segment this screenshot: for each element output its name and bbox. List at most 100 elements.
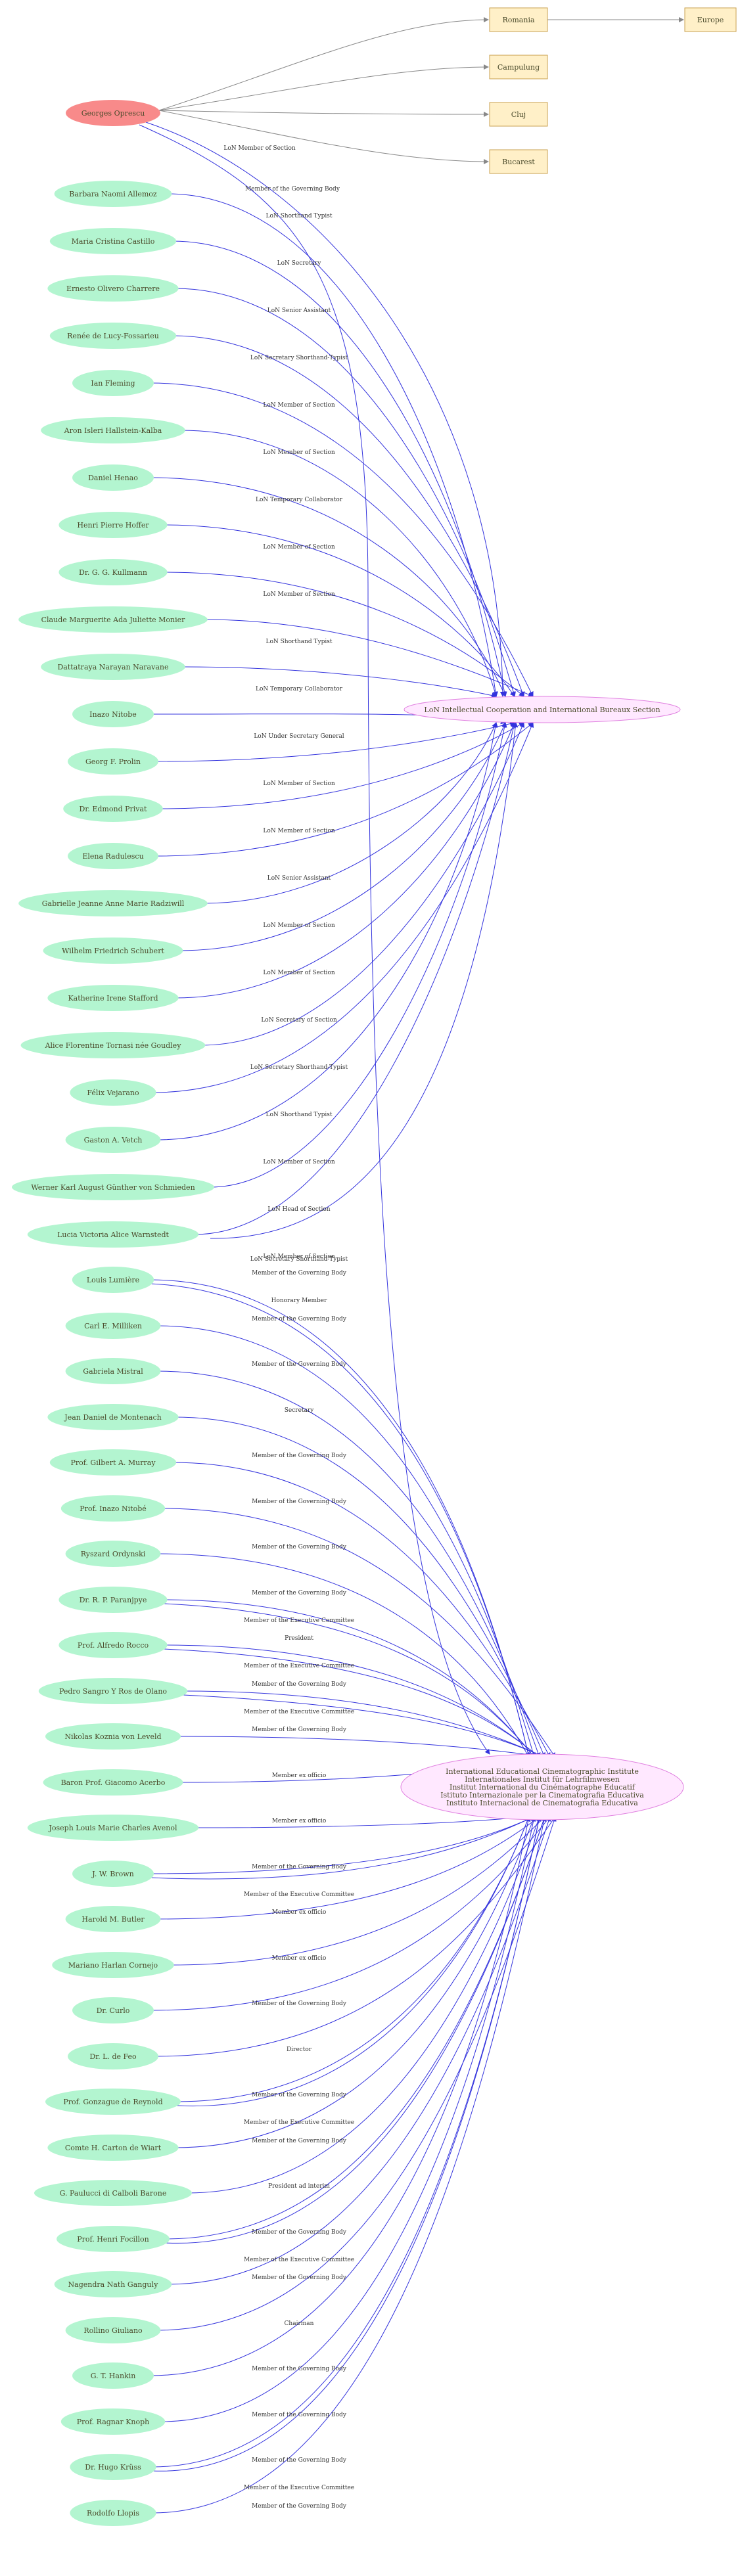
person-henri-pierre-hoffer-shape — [58, 512, 168, 538]
person-gaston-a-vetch-shape — [65, 1127, 161, 1153]
person-werner-karl-august-gunther-von-schmieden-label: Werner Karl August Günther von Schmieden — [31, 1183, 195, 1192]
person-nagendra-nath-gangul: Nagendra Nath Gangulу — [54, 2271, 172, 2297]
person-louis-lumiere-shape — [72, 1267, 154, 1293]
edge-person-rollino-giuliano-iecl-0 — [156, 1816, 557, 2331]
edge-label-person-elena-radulescu: LoN Senior Assistant — [267, 875, 331, 882]
edge-label-person-dr-hugo-kruss-0: Member of the Governing Body — [252, 2457, 347, 2464]
edge-person-pedro-sangro-y-ros-de-olano-iecl-0 — [183, 1690, 545, 1758]
edge-label-person-nikolas-koznia-von-leveld-0: Member of the Governing Body — [252, 1727, 347, 1733]
person-felix-vejarano-shape — [70, 1079, 156, 1106]
person-werner-karl-august-gunther-von-schmieden-shape — [12, 1174, 214, 1200]
person-katherine-irene-stafford-shape — [47, 985, 179, 1011]
edge-label-person-lucia-victoria-alice-warnstedt: LoN Member of Section — [263, 1254, 335, 1260]
person-mariano-harlan-cornejo: Mariano Harlan Cornejo — [52, 1952, 174, 1978]
person-lucia-victoria-alice-warnstedt-label: Lucia Victoria Alice Warnstedt — [57, 1231, 169, 1239]
person-ryszard-ordynski-label: Ryszard Ordynski — [81, 1550, 146, 1558]
person-claude-marguerite-ada-juliette-monier: Claude Marguerite Ada Juliette Monier — [18, 606, 208, 633]
edge-label-person-wilhelm-friedrich-schubert: LoN Member of Section — [263, 970, 335, 976]
place-campulung-shape — [489, 55, 548, 79]
person-j-w-brown-label: J. W. Brown — [91, 1870, 133, 1878]
person-carl-e-milliken: Carl E. Milliken — [65, 1313, 161, 1339]
edge-label-person-j-w-brown-1: Member of the Executive Committee — [244, 1891, 354, 1898]
edge-person-dr-g-g-kullmann-lon — [163, 572, 524, 697]
person-prof-ragnar-knoph: Prof. Ragnar Knoph — [60, 2408, 166, 2435]
edge-label-person-jean-daniel-de-montenach-0: Secretary — [285, 1407, 314, 1414]
person-jean-daniel-de-montenach: Jean Daniel de Montenach — [47, 1404, 179, 1430]
person-elena-radulescu-label: Elena Radulescu — [82, 852, 143, 861]
person-carl-e-milliken-label: Carl E. Milliken — [84, 1322, 142, 1330]
person-prof-inazo-nitobe-shape — [60, 1495, 166, 1522]
org-lon-section-label: LoN Intellectual Cooperation and Interna… — [424, 706, 660, 714]
edge-person-prof-gonzague-de-reynold-iecl-0 — [176, 1816, 530, 2102]
person-inazo-nitobe-label: Inazo Nitobe — [89, 710, 137, 719]
edge-label-person-louis-lumiere-0: Member of the Governing Body — [252, 1270, 347, 1277]
edge-person-ernesto-olivero-charrere-lon — [174, 288, 516, 697]
person-harold-m-butler: Harold M. Butler — [65, 1906, 161, 1932]
person-dr-r-p-paranjpye-label: Dr. R. P. Paranjpye — [80, 1596, 147, 1604]
edge-label-person-prof-alfredo-rocco-1: Member of the Executive Committee — [244, 1663, 354, 1669]
edge-person-j-w-brown-iecl-1 — [149, 1816, 535, 1880]
person-gaston-a-vetch-label: Gaston A. Vetch — [84, 1136, 143, 1144]
person-prof-gilbert-a-murray-label: Prof. Gilbert A. Murray — [70, 1458, 156, 1467]
person-prof-alfredo-rocco-shape — [58, 1632, 168, 1658]
focus-node: Georges Oprescu — [66, 100, 160, 126]
person-gaston-a-vetch: Gaston A. Vetch — [65, 1127, 161, 1153]
edge-label-person-alice-florentine-tornasi-nee-goudley: LoN Secretary Shorthand-Typist — [250, 1064, 348, 1071]
person-nagendra-nath-gangul-shape — [54, 2271, 172, 2297]
edge-label-person-joseph-louis-marie-charles-avenol-0: Member ex officio — [272, 1818, 327, 1824]
place-campulung: Campulung — [489, 55, 548, 79]
edge-person-prof-alfredo-rocco-iecl-0 — [163, 1644, 540, 1758]
edge-person-rodolfo-llopis-iecl-0 — [152, 1816, 547, 2514]
person-wilhelm-friedrich-schubert-shape — [43, 938, 183, 964]
person-joseph-louis-marie-charles-avenol-shape — [27, 1815, 199, 1841]
person-harold-m-butler-shape — [65, 1906, 161, 1932]
person-werner-karl-august-gunther-von-schmieden: Werner Karl August Günther von Schmieden — [12, 1174, 214, 1200]
edge-focus-cluj — [158, 110, 489, 117]
person-aron-isleri-hallstein-kalba: Aron Isleri Hallstein-Kalba — [41, 417, 185, 443]
edge-person-prof-alfredo-rocco-iecl-1 — [163, 1648, 540, 1758]
person-lucia-victoria-alice-warnstedt: Lucia Victoria Alice Warnstedt — [27, 1221, 199, 1248]
person-dr-edmond-privat-label: Dr. Edmond Privat — [80, 805, 148, 813]
person-dr-curlo: Dr. Curlo — [72, 1997, 154, 2023]
edge-person-prof-henri-focillon-iecl-1 — [165, 1816, 546, 2244]
place-romania-label: Romania — [502, 16, 534, 24]
person-dattatraya-narayan-naravane-label: Dattatraya Narayan Naravane — [57, 663, 168, 671]
edge-person-g-paulucci-di-calboli-barone-iecl-0 — [187, 1816, 541, 2194]
person-prof-alfredo-rocco: Prof. Alfredo Rocco — [58, 1632, 168, 1658]
person-ian-fleming-label: Ian Fleming — [91, 379, 135, 388]
person-pedro-sangro-y-ros-de-olano-label: Pedro Sangro Y Ros de Olano — [59, 1687, 167, 1696]
edge-person-prof-henri-focillon-iecl-0 — [165, 1816, 546, 2240]
person-nikolas-koznia-von-leveld-label: Nikolas Koznia von Leveld — [64, 1732, 161, 1741]
person-gabrielle-jeanne-anne-marie-radziwill-shape — [18, 890, 208, 916]
person-dr-edmond-privat: Dr. Edmond Privat — [63, 796, 163, 822]
edge-person-dattatraya-narayan-naravane-lon — [181, 666, 497, 698]
edge-label-person-g-paulucci-di-calboli-barone-0: President ad interim — [268, 2183, 330, 2190]
person-g-paulucci-di-calboli-barone-shape — [34, 2180, 192, 2206]
edge-label-person-prof-gilbert-a-murray-0: Member of the Governing Body — [252, 1453, 347, 1459]
person-barbara-naomi-allemoz-shape — [54, 181, 172, 207]
edge-person-dr-curlo-iecl-0 — [149, 1816, 551, 2011]
person-dattatraya-narayan-naravane-shape — [41, 654, 185, 680]
person-felix-vejarano: Félix Vejarano — [70, 1079, 156, 1106]
person-ian-fleming-shape — [72, 370, 154, 396]
edge-label-person-dr-l-de-feo-0: Director — [287, 2046, 312, 2053]
person-prof-alfredo-rocco-label: Prof. Alfredo Rocco — [78, 1641, 149, 1650]
edge-label-person-werner-karl-august-gunther-von-schmieden: LoN Head of Section — [267, 1206, 330, 1213]
person-prof-gonzague-de-reynold-shape — [45, 2089, 181, 2115]
edge-person-ian-fleming-lon — [149, 382, 534, 697]
edge-label-person-daniel-henao: LoN Temporary Collaborator — [256, 497, 343, 503]
person-rodolfo-llopis: Rodolfo Llopis — [70, 2500, 156, 2526]
edge-label-person-gabrielle-jeanne-anne-marie-radziwill: LoN Member of Section — [263, 922, 335, 929]
edge-label-person-gaston-a-vetch: LoN Member of Section — [263, 1159, 335, 1165]
edge-focus-lon — [145, 122, 505, 697]
person-maria-cristina-castillo-label: Maria Cristina Castillo — [72, 237, 155, 246]
person-g-t-hankin: G. T. Hankin — [72, 2362, 154, 2389]
person-prof-henri-focillon: Prof. Henri Focillon — [57, 2226, 170, 2252]
edge-label-focus-iecl: Member of the Governing Body — [245, 186, 340, 192]
person-claude-marguerite-ada-juliette-monier-label: Claude Marguerite Ada Juliette Monier — [41, 616, 185, 624]
edge-label-person-renee-de-lucy-fossarieu: LoN Secretary Shorthand-Typist — [250, 355, 348, 361]
person-joseph-louis-marie-charles-avenol-label: Joseph Louis Marie Charles Avenol — [48, 1824, 177, 1832]
edges-layer — [139, 17, 684, 2514]
person-felix-vejarano-label: Félix Vejarano — [87, 1089, 139, 1097]
person-prof-gonzague-de-reynold: Prof. Gonzague de Reynold — [45, 2089, 181, 2115]
